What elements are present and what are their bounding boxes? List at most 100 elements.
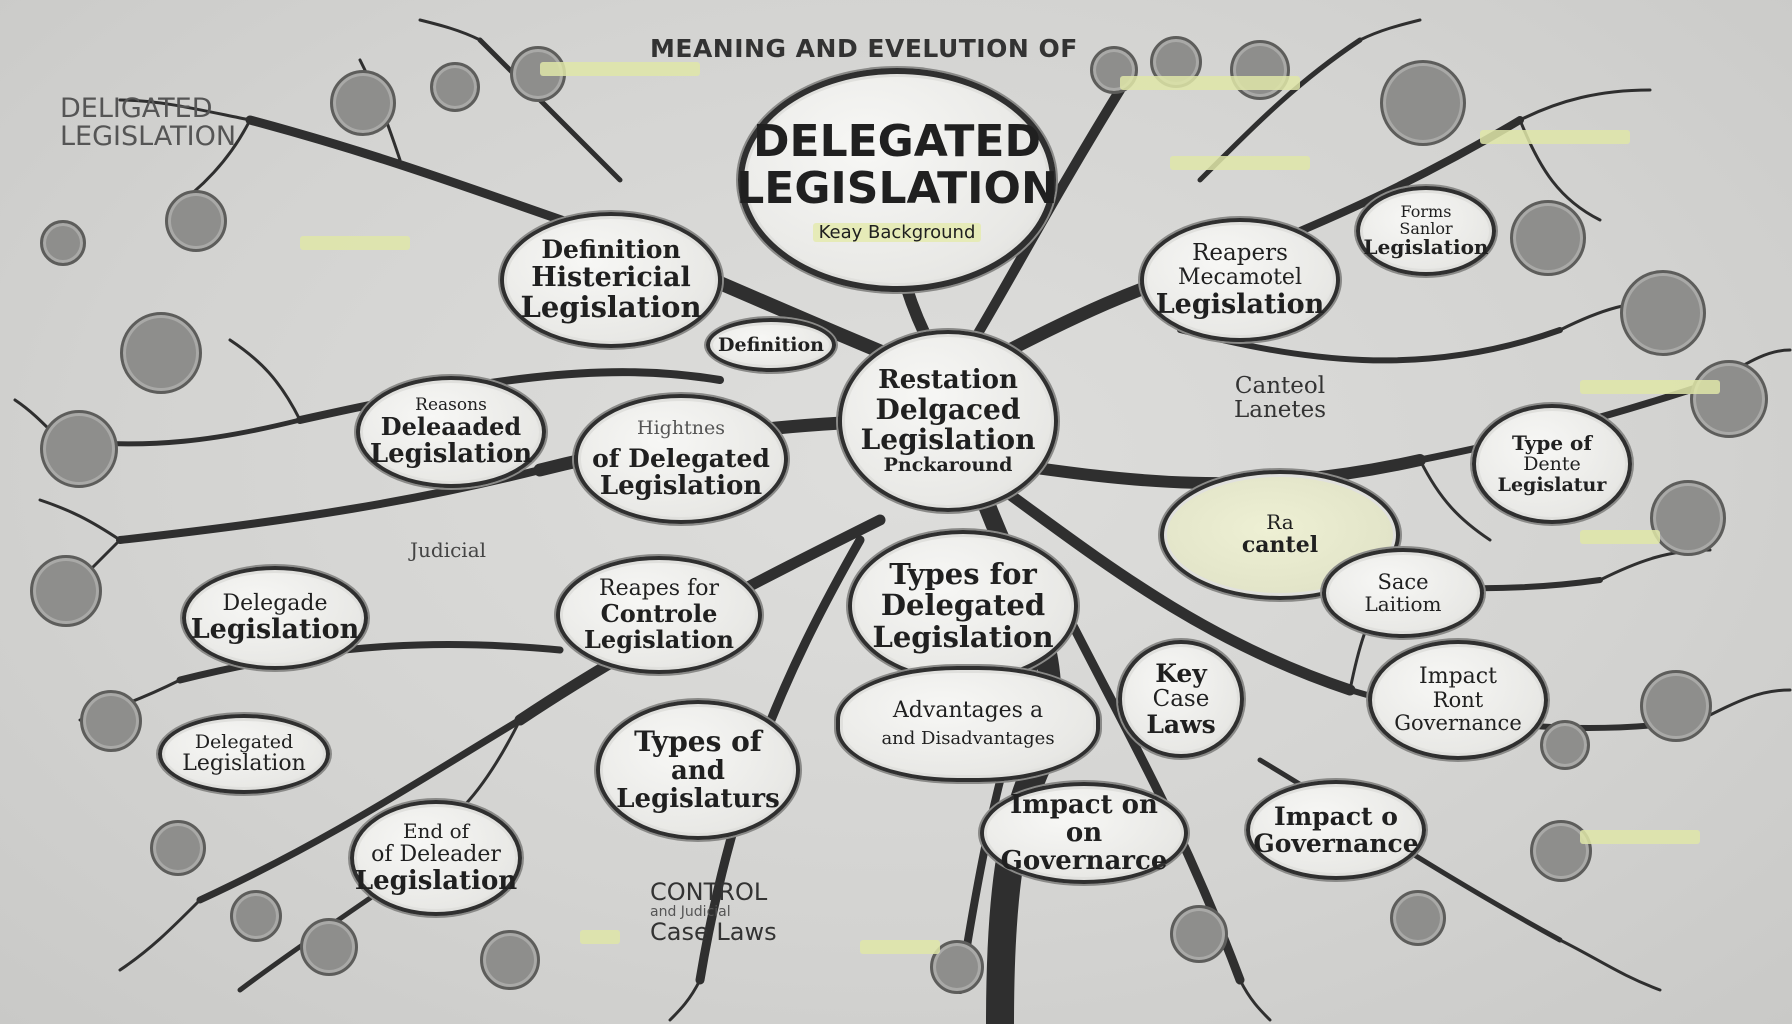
leaf-circle: [1170, 905, 1228, 963]
node-text: Delegated: [880, 588, 1046, 623]
node-text: and: [671, 756, 725, 787]
node-text: Key: [1155, 658, 1207, 688]
node-definition-historical: Definition Histericial Legislation: [500, 212, 722, 348]
leaf-circle: [165, 190, 227, 252]
node-text: Legislation: [1155, 288, 1325, 320]
highlight-tag: [1580, 530, 1660, 544]
leaf-circle: [150, 820, 206, 876]
node-text: Mecamotel: [1178, 264, 1302, 290]
leaf-circle: [80, 690, 142, 752]
diagram-subtitle: MEANING AND EVELUTION OF: [650, 34, 1078, 63]
node-text: Dente: [1523, 453, 1581, 476]
node-end-of-delegated: End of of Deleader Legislation: [350, 800, 522, 916]
leaf-circle: [1640, 670, 1712, 742]
node-text: Reasons: [415, 394, 487, 415]
node-text: Delegade: [222, 590, 328, 616]
node-key-case-laws: Key Case Laws: [1118, 640, 1244, 758]
node-text: Legislation: [599, 470, 763, 501]
highlight-tag: [1480, 130, 1630, 144]
node-text: and Disadvantages: [881, 728, 1055, 750]
control-case-laws: CONTROL and Judicial Case Laws: [650, 879, 820, 946]
node-text: Legislation: [520, 290, 702, 325]
node-types-for-delegated: Types for Delegated Legislation: [848, 530, 1078, 682]
node-type-of-legislation: Type of Dente Legislatur: [1472, 404, 1632, 524]
node-impact-on-governance: Impact on on Governarce: [980, 782, 1188, 884]
highlight-tag: [540, 62, 700, 76]
highlight-tag: [1120, 76, 1300, 90]
highlight-tag: [860, 940, 940, 954]
node-text: Advantages a: [892, 698, 1044, 724]
node-impact-right: Impact Ront Governance: [1368, 640, 1548, 760]
title-sub: Keay Background: [812, 222, 982, 242]
node-text: Hightnes: [637, 417, 725, 440]
node-reapes-control: Reapes for Controle Legislation: [556, 556, 762, 674]
node-text: Deleaaded: [380, 412, 522, 442]
node-text: Legislatur: [1497, 473, 1607, 496]
leaf-circle: [1690, 360, 1768, 438]
leaf-circle: [1090, 46, 1138, 94]
highlight-tag: [580, 930, 620, 944]
node-text: Legislation: [860, 422, 1036, 456]
corner-label-line2: LEGISLATION: [60, 121, 237, 153]
node-delegate-legislation: Delegade Legislation: [182, 566, 368, 670]
node-text: Restation: [878, 365, 1018, 396]
node-delegated-left: Delegated Legislation: [158, 714, 330, 794]
node-text: Controle: [600, 598, 718, 628]
node-types-of-and: Types of and Legislaturs: [596, 700, 800, 840]
node-text: Case Laws: [650, 917, 777, 946]
leaf-circle: [1620, 270, 1706, 356]
title-line2: LEGISLATION: [736, 163, 1058, 215]
node-text: Canteol: [1234, 373, 1326, 399]
leaf-circle: [1380, 60, 1466, 146]
title-line1: DELEGATED: [752, 115, 1042, 167]
node-text: Types for: [889, 557, 1037, 592]
leaf-circle: [330, 70, 396, 136]
node-text: Sace: [1377, 569, 1429, 594]
node-relation-delegated: Restation Delgaced Legislation Pnckaroun…: [838, 330, 1058, 512]
node-text: Definition: [541, 235, 681, 265]
node-advantages: Advantages a and Disadvantages: [836, 666, 1100, 782]
node-text: Legislation: [182, 751, 306, 777]
corner-label: DELIGATED LEGISLATION: [60, 93, 237, 153]
corner-label-line1: DELIGATED: [60, 93, 213, 124]
node-text: Histericial: [531, 262, 691, 294]
node-text: Forms: [1400, 201, 1452, 221]
node-text: of Deleader: [371, 841, 501, 867]
node-text: Reapes for: [599, 576, 719, 602]
leaf-circle: [40, 220, 86, 266]
node-text: Ra: [1266, 510, 1294, 535]
leaf-circle: [480, 930, 540, 990]
node-text: Legislation: [584, 624, 734, 654]
leaf-circle: [120, 312, 202, 394]
node-text: Type of: [1512, 430, 1592, 455]
highlight-tag: [1580, 830, 1700, 844]
node-text: cantel: [1241, 531, 1319, 558]
leaf-circle: [1390, 890, 1446, 946]
node-text: End of: [402, 819, 470, 844]
node-forms-legislation: Forms Sanlor Legislation: [1356, 186, 1496, 276]
node-text: Delgaced: [875, 392, 1021, 426]
highlight-tag: [1170, 156, 1310, 170]
judicial-label: Judicial: [410, 538, 487, 562]
node-history-delegated: Hightnes of Delegated Legislation: [574, 394, 788, 524]
node-impact-governance-bottom: Impact o Governance: [1246, 780, 1426, 880]
node-definition: Definition: [706, 318, 836, 372]
leaf-circle: [40, 410, 118, 488]
node-text: Types of: [634, 724, 762, 758]
node-text: Legislation: [369, 439, 533, 470]
node-text: Ront: [1432, 688, 1484, 713]
leaf-circle: [430, 62, 480, 112]
highlight-tag: [1580, 380, 1720, 394]
highlight-tag: [300, 236, 410, 250]
node-text: Governance: [1253, 829, 1419, 858]
node-text: Impact o: [1274, 802, 1398, 831]
node-text: Delegated: [194, 730, 294, 753]
node-text: of Delegated: [592, 443, 770, 473]
node-text: Definition: [718, 333, 824, 356]
node-text: Pnckaround: [883, 454, 1013, 477]
node-text: Case: [1152, 685, 1210, 712]
node-text: Legislation: [354, 865, 518, 896]
node-text: Legislaturs: [616, 784, 780, 815]
leaf-circle: [1510, 200, 1586, 276]
